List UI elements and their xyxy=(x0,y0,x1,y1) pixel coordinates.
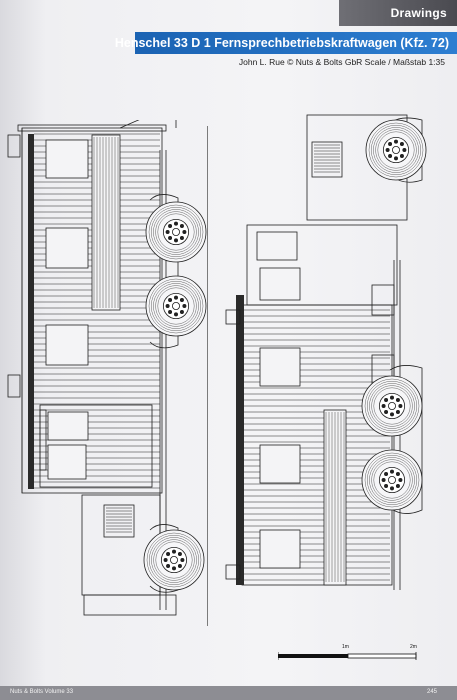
page-footer: Nuts & Bolts Volume 33 245 xyxy=(0,686,457,700)
side-view-right xyxy=(225,114,427,590)
section-tab: Drawings xyxy=(339,0,457,26)
drawing-title: Henschel 33 D 1 Fernsprechbetriebskraftw… xyxy=(114,36,449,50)
side-view-left xyxy=(7,120,207,616)
drawing-credit: John L. Rue © Nuts & Bolts GbR Scale / M… xyxy=(238,57,445,67)
title-bar: Henschel 33 D 1 Fernsprechbetriebskraftw… xyxy=(115,32,457,54)
scale-label-end: 2m xyxy=(410,644,417,650)
scale-label-mid: 1m xyxy=(342,644,349,650)
footer-publication: Nuts & Bolts Volume 33 xyxy=(10,689,74,695)
scale-bar xyxy=(278,652,417,660)
footer-page-number: 245 xyxy=(426,689,437,695)
view-divider xyxy=(207,126,208,626)
section-label: Drawings xyxy=(390,6,447,20)
